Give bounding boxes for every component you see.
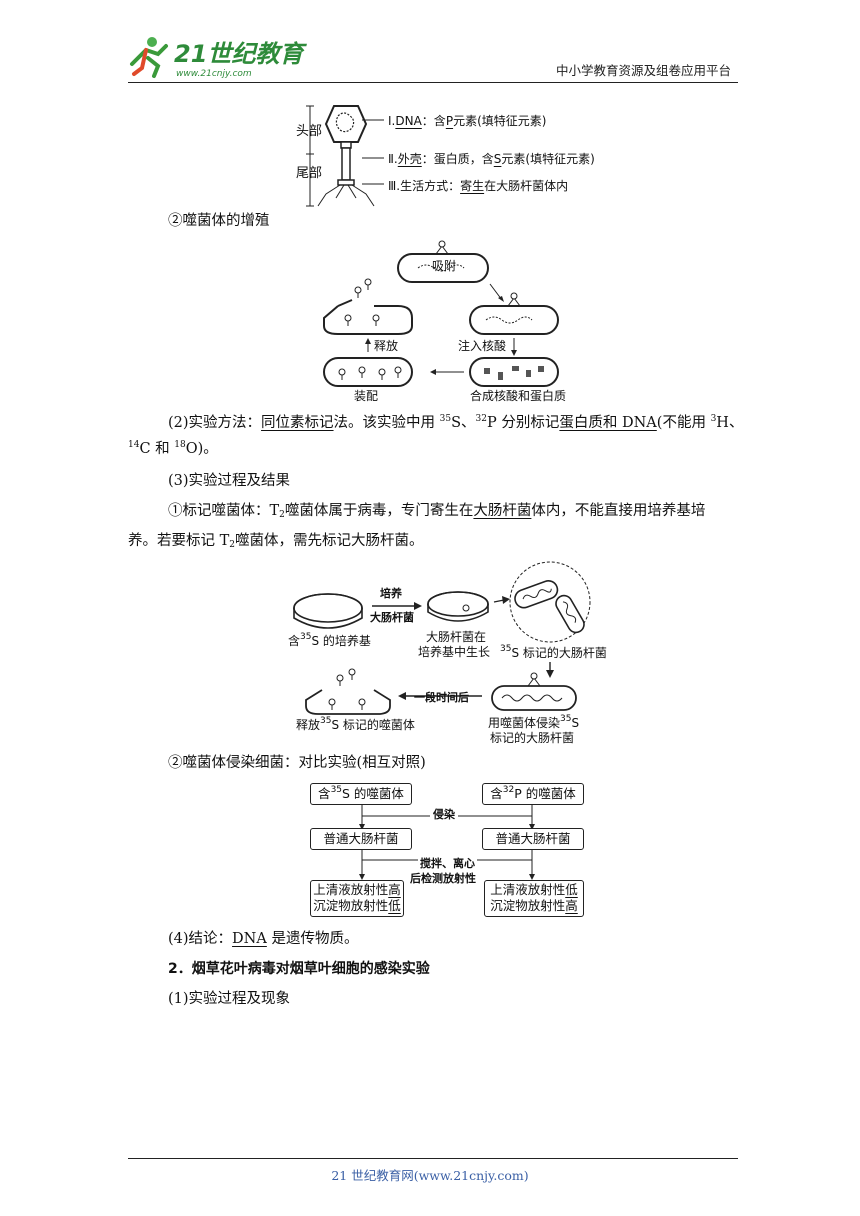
reproduction-heading: ②噬菌体的增殖 xyxy=(168,213,270,229)
culture-bottom-label: 大肠杆菌 xyxy=(370,611,414,624)
section-2-subheading: (1)实验过程及现象 xyxy=(168,991,291,1007)
reproduction-cycle-diagram xyxy=(323,240,559,387)
structure-iii-text: Ⅲ.生活方式：寄生在大肠杆菌体内 xyxy=(388,179,569,193)
culture-top-label: 培养 xyxy=(380,587,402,600)
site-logo: 21世纪教育 www.21cnjy.com xyxy=(130,37,307,79)
infect-label-2: 标记的大肠杆菌 xyxy=(490,731,575,745)
header-divider xyxy=(128,82,738,83)
structure-i-text: Ⅰ.DNA：含P元素(填特征元素) xyxy=(388,114,547,128)
footer-link[interactable]: 21 世纪教育网(www.21cnjy.com) xyxy=(331,1168,529,1183)
grow-label-2: 培养基中生长 xyxy=(418,645,491,659)
left-result-box: 上清液放射性高 沉淀物放射性低 xyxy=(310,880,404,917)
conclusion-text: (4)结论：DNA 是遗传物质。 xyxy=(168,931,359,947)
release-label: 释放 xyxy=(374,339,399,353)
header-right-text: 中小学教育资源及组卷应用平台 xyxy=(556,63,732,78)
infection-heading: ②噬菌体侵染细菌：对比实验(相互对照) xyxy=(168,755,426,771)
logo-main-text: 21世纪教育 xyxy=(174,40,307,68)
right-ecoli-box: 普通大肠杆菌 xyxy=(482,828,584,850)
stir-label-2: 后检测放射性 xyxy=(408,870,478,886)
structure-ii-text: Ⅱ.外壳：蛋白质，含S元素(填特征元素) xyxy=(388,152,595,166)
method-paragraph: (2)实验方法：同位素标记法。该实验中用 35S、32P 分别标记蛋白质和 DN… xyxy=(168,414,744,432)
p32-phage-box: 含32P 的噬菌体 xyxy=(482,783,584,805)
assemble-label: 装配 xyxy=(354,389,379,403)
medium-label: 含35S 的培养基 xyxy=(288,632,371,649)
s35-phage-box: 含35S 的噬菌体 xyxy=(310,783,412,805)
adsorb-label: 吸附 xyxy=(432,259,457,273)
process-heading: (3)实验过程及结果 xyxy=(168,473,291,489)
process-line-2: 养。若要标记 T2噬菌体，需先标记大肠杆菌。 xyxy=(128,533,424,550)
marked-ecoli-label: 35S 标记的大肠杆菌 xyxy=(500,644,607,661)
stir-label-1: 搅拌、离心 xyxy=(418,855,477,871)
runner-icon xyxy=(130,37,168,78)
right-result-box: 上清液放射性低 沉淀物放射性高 xyxy=(484,880,584,917)
synth-label: 合成核酸和蛋白质 xyxy=(470,389,567,403)
head-label: 头部 xyxy=(296,124,323,139)
phage-drawing xyxy=(306,105,375,207)
inject-label: 注入核酸 xyxy=(458,339,507,353)
labeling-diagram xyxy=(293,561,591,715)
left-ecoli-box: 普通大肠杆菌 xyxy=(310,828,412,850)
section-2-heading: 2．烟草花叶病毒对烟草叶细胞的感染实验 xyxy=(168,961,430,977)
footer-divider xyxy=(128,1158,738,1159)
after-time-label: 一段时间后 xyxy=(414,691,469,704)
release-marked-label: 释放35S 标记的噬菌体 xyxy=(296,716,415,733)
grow-label-1: 大肠杆菌在 xyxy=(426,630,487,644)
logo-url-text: www.21cnjy.com xyxy=(176,69,252,79)
process-line-1: ①标记噬菌体：T2噬菌体属于病毒，专门寄生在大肠杆菌体内，不能直接用培养基培 xyxy=(168,503,706,520)
tail-label: 尾部 xyxy=(296,166,323,181)
infect-label: 侵染 xyxy=(430,806,458,822)
method-paragraph-cont: 14C 和 18O)。 xyxy=(128,440,218,458)
infect-label-1: 用噬菌体侵染35S xyxy=(488,714,580,731)
